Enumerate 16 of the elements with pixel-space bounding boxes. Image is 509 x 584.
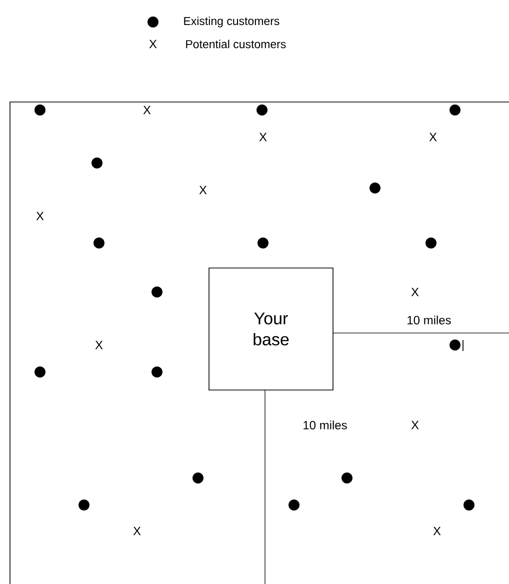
customer-x: X <box>133 526 141 536</box>
legend-text: Existing customers <box>184 16 280 28</box>
customer-x: X <box>36 212 44 220</box>
dimension-label: 10 miles <box>304 420 347 430</box>
customer-x: X <box>433 526 441 536</box>
customer-x: X <box>199 186 207 194</box>
customer-x: X <box>143 106 151 114</box>
legend-text: Potential customers <box>186 40 286 48</box>
customer-x: X <box>411 288 419 296</box>
dimension-label: 10 miles <box>408 316 451 324</box>
customer-x: X <box>429 132 437 142</box>
legend-symbol: X <box>149 40 157 48</box>
base-box: Your base <box>208 268 334 390</box>
customer-x: X <box>411 420 419 430</box>
customer-x: X <box>259 132 267 142</box>
customer-x: X <box>95 340 103 350</box>
